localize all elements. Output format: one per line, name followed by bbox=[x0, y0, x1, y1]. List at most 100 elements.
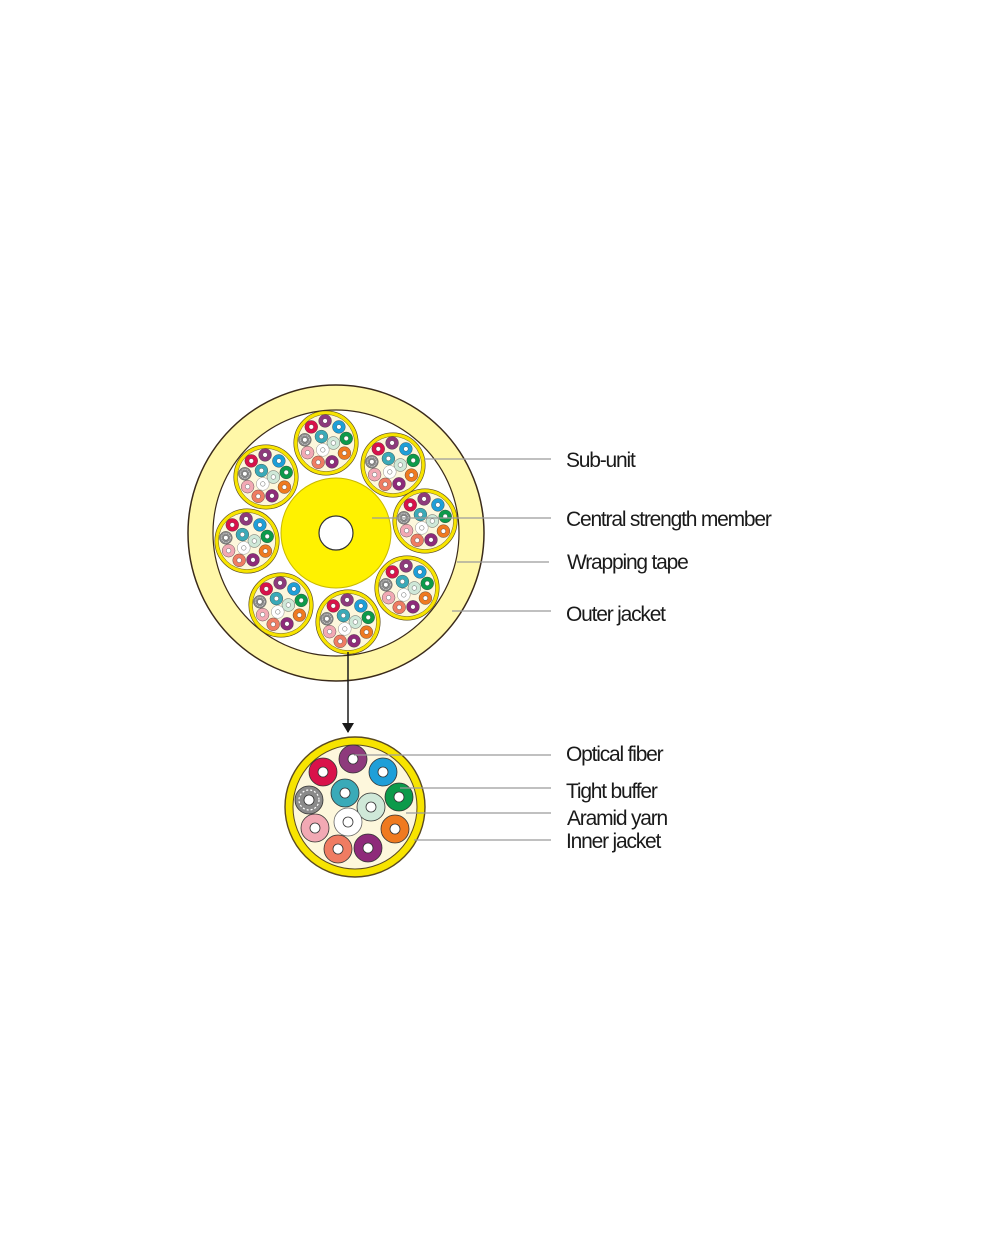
fiber-core bbox=[251, 538, 257, 544]
optical-fiber bbox=[438, 509, 452, 524]
sub-unit bbox=[392, 488, 458, 554]
fiber-core bbox=[309, 822, 321, 834]
optical-fiber bbox=[397, 588, 411, 602]
fiber-core bbox=[275, 609, 281, 615]
optical-fiber bbox=[333, 634, 347, 648]
fiber-core bbox=[281, 484, 287, 490]
fiber-core bbox=[322, 418, 328, 424]
fiber-core bbox=[318, 434, 324, 440]
fiber-core bbox=[410, 604, 416, 610]
optical-fiber bbox=[254, 463, 269, 478]
optical-fiber bbox=[399, 524, 414, 538]
optical-fiber bbox=[320, 612, 334, 626]
optical-fiber bbox=[251, 489, 265, 503]
optical-fiber bbox=[258, 448, 272, 462]
fiber-core bbox=[369, 459, 375, 465]
optical-fiber bbox=[337, 446, 352, 460]
fiber-core bbox=[273, 596, 279, 602]
optical-fiber bbox=[420, 576, 434, 591]
fiber-core bbox=[389, 823, 401, 835]
fiber-core bbox=[264, 533, 270, 539]
optical-fiber bbox=[340, 593, 354, 607]
optical-fiber bbox=[272, 454, 286, 468]
optical-fiber bbox=[406, 453, 420, 468]
fiber-core bbox=[419, 525, 425, 531]
optical-fiber bbox=[311, 455, 325, 469]
sub-unit bbox=[248, 572, 314, 638]
optical-fiber bbox=[281, 598, 295, 612]
label-sub-unit: Sub-unit bbox=[566, 449, 636, 472]
optical-fiber bbox=[247, 534, 261, 548]
optical-fiber bbox=[326, 436, 340, 450]
fiber-core bbox=[291, 586, 297, 592]
fiber-core bbox=[343, 435, 349, 441]
fiber-core bbox=[257, 599, 263, 605]
fiber-core bbox=[372, 472, 378, 478]
fiber-core bbox=[243, 516, 249, 522]
fiber-core bbox=[257, 522, 263, 528]
fiber-core bbox=[262, 452, 268, 458]
central-strength-member-core bbox=[318, 515, 354, 551]
optical-fiber bbox=[280, 617, 294, 631]
main-cable bbox=[187, 384, 485, 682]
label-outer-jacket: Outer jacket bbox=[566, 603, 666, 626]
fiber-core bbox=[421, 496, 427, 502]
fiber-core bbox=[342, 816, 354, 828]
fiber-core bbox=[236, 557, 242, 563]
optical-fiber bbox=[392, 477, 406, 491]
optical-fiber bbox=[381, 591, 396, 605]
fiber-core bbox=[336, 424, 342, 430]
fiber-core bbox=[365, 801, 377, 813]
detail-optical-fiber bbox=[353, 833, 383, 863]
fiber-core bbox=[305, 450, 311, 456]
fiber-core bbox=[429, 518, 435, 524]
fiber-core bbox=[424, 580, 430, 586]
optical-fiber bbox=[246, 553, 260, 567]
fiber-core bbox=[342, 626, 348, 632]
fiber-core bbox=[363, 629, 369, 635]
fiber-core bbox=[408, 472, 414, 478]
optical-fiber bbox=[259, 582, 273, 596]
sub-unit bbox=[315, 589, 381, 655]
label-optical-fiber: Optical fiber bbox=[566, 743, 664, 766]
optical-fiber bbox=[332, 420, 346, 434]
fiber-core bbox=[262, 548, 268, 554]
optical-fiber bbox=[273, 576, 287, 590]
fiber-core bbox=[417, 512, 423, 518]
fiber-core bbox=[440, 528, 446, 534]
fiber-core bbox=[242, 471, 248, 477]
fiber-core bbox=[248, 458, 254, 464]
detail-optical-fiber bbox=[356, 792, 386, 822]
fiber-core bbox=[396, 604, 402, 610]
optical-fiber bbox=[294, 593, 308, 608]
fiber-core bbox=[263, 586, 269, 592]
fiber-core bbox=[324, 616, 330, 622]
optical-fiber bbox=[399, 442, 413, 456]
fiber-core bbox=[435, 502, 441, 508]
fiber-core bbox=[389, 569, 395, 575]
fiber-core bbox=[351, 638, 357, 644]
fiber-core bbox=[283, 469, 289, 475]
optical-fiber bbox=[314, 429, 329, 444]
optical-fiber bbox=[383, 465, 397, 479]
fiber-core bbox=[337, 638, 343, 644]
fiber-core bbox=[386, 595, 392, 601]
optical-fiber bbox=[399, 559, 413, 573]
optical-fiber bbox=[436, 524, 451, 538]
fiber-core bbox=[341, 450, 347, 456]
optical-fiber bbox=[339, 431, 353, 446]
optical-fiber bbox=[359, 625, 374, 639]
fiber-core bbox=[404, 528, 410, 534]
fiber-core bbox=[358, 603, 364, 609]
optical-fiber bbox=[407, 581, 421, 595]
sub-units bbox=[214, 410, 458, 655]
optical-fiber bbox=[403, 498, 417, 512]
fiber-core bbox=[330, 440, 336, 446]
optical-fiber bbox=[424, 533, 438, 547]
fiber-core bbox=[375, 446, 381, 452]
optical-fiber bbox=[393, 458, 407, 472]
detail-optical-fiber bbox=[380, 814, 410, 844]
fiber-core bbox=[276, 458, 282, 464]
optical-fiber bbox=[378, 477, 392, 491]
